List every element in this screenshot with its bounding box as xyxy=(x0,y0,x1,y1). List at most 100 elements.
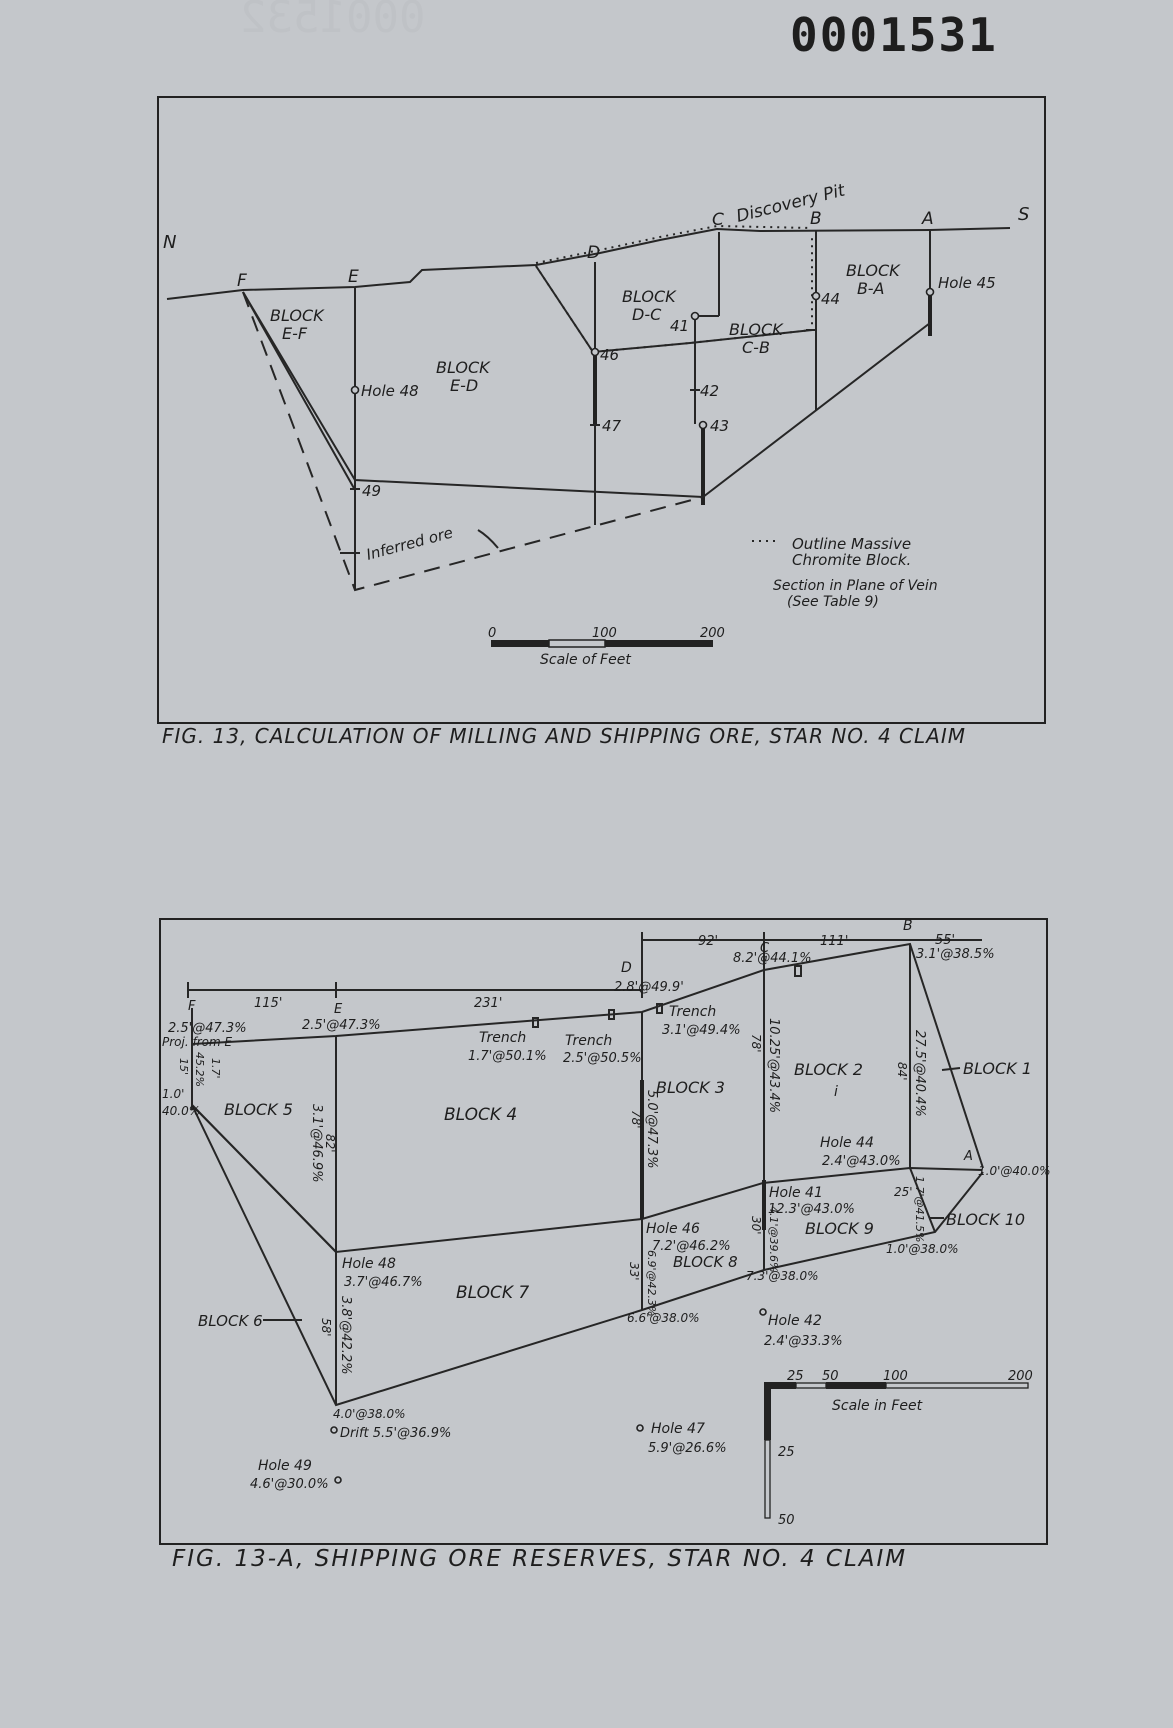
scale-tick-25: 25 xyxy=(787,1369,804,1384)
e-assay-vertical: 3.1'@46.9% xyxy=(309,1104,324,1183)
block-2-label: BLOCK 2 xyxy=(794,1060,863,1079)
dim-fe: 115' xyxy=(254,996,282,1011)
massive-chromite-top xyxy=(535,224,813,264)
figure-13-caption: FIG. 13, CALCULATION OF MILLING AND SHIP… xyxy=(162,724,966,748)
left-value-e: 40.0% xyxy=(162,1104,200,1118)
assay-a: 1.0'@40.0% xyxy=(978,1164,1051,1178)
figure-13a-frame xyxy=(159,918,1048,1545)
block-1-pointer xyxy=(941,1067,961,1071)
point-e-label: E xyxy=(334,1002,343,1017)
point-f-label: F xyxy=(237,271,247,291)
value-drift: Drift 5.5'@36.9% xyxy=(340,1426,451,1441)
hole-48-label: Hole 48 xyxy=(361,382,419,400)
south-label: S xyxy=(1018,204,1029,225)
scale-tick-100: 100 xyxy=(592,626,617,641)
scale-tick-0: 0 xyxy=(488,626,496,641)
scale-tick-200: 200 xyxy=(700,626,725,641)
dim-ed: 231' xyxy=(474,996,502,1011)
hole-41-label: 41 xyxy=(670,317,689,335)
hole-49-label: 49 xyxy=(362,482,381,500)
drift-marker xyxy=(330,1426,338,1434)
legend-line-1: Outline Massive xyxy=(792,535,911,553)
block-5-label: BLOCK 5 xyxy=(224,1100,293,1119)
trench-marker-4 xyxy=(794,965,802,977)
dim-ba: 55' xyxy=(935,933,955,948)
trench-marker-1 xyxy=(532,1017,539,1028)
hole-47-marker xyxy=(636,1424,644,1432)
ore-lower-boundary xyxy=(242,291,931,499)
block-2-marker: i xyxy=(834,1084,838,1100)
block-3-label: BLOCK 3 xyxy=(656,1078,725,1097)
point-e-label: E xyxy=(348,267,359,287)
page-number: 0001531 xyxy=(790,8,998,62)
scale-v-0-25 xyxy=(764,1382,771,1440)
block-6-label: BLOCK 6 xyxy=(198,1312,263,1330)
point-d-label: D xyxy=(587,243,600,263)
assay-d: 2.8'@49.9' xyxy=(614,980,684,995)
assay-f-2: Proj. from E xyxy=(162,1035,232,1049)
hole-41-marker xyxy=(690,311,700,321)
block-ef-label-1: BLOCK xyxy=(270,306,325,325)
left-value-b: 45.2% xyxy=(193,1052,206,1087)
value-e40: 4.0'@38.0% xyxy=(333,1407,406,1421)
d-low-assay: 6.9'@42.3% xyxy=(645,1250,658,1316)
top-outcrop-line xyxy=(191,942,984,1169)
scale-v-tick-25: 25 xyxy=(778,1445,795,1460)
legend-note-2: (See Table 9) xyxy=(787,594,879,610)
block-ba-label-1: BLOCK xyxy=(846,261,901,280)
e-low-length: 58' xyxy=(319,1318,333,1337)
dim-dc: 92' xyxy=(698,934,718,949)
figure-13-frame xyxy=(157,96,1046,724)
c-low-assay: 4.1'@39.6% xyxy=(767,1206,780,1272)
block-dc-outline xyxy=(535,265,813,354)
scale-tick-100: 100 xyxy=(883,1369,908,1384)
hole-44-label: Hole 44 xyxy=(820,1135,874,1151)
trench-1-value: 1.7'@50.1% xyxy=(468,1049,547,1064)
hole-47-label: Hole 47 xyxy=(651,1421,705,1437)
trench-marker-2 xyxy=(608,1009,615,1020)
hole-41-label: Hole 41 xyxy=(769,1185,823,1201)
point-a-label: A xyxy=(963,1149,973,1164)
ground-surface-line xyxy=(166,227,1011,300)
block-9-label: BLOCK 9 xyxy=(805,1219,874,1238)
inferred-ore-boundary xyxy=(242,291,704,592)
block-ef-label-2: E-F xyxy=(282,324,308,343)
left-value-d: 1.0' xyxy=(162,1087,184,1101)
hole-48-value: 3.7'@46.7% xyxy=(344,1275,423,1290)
block-10-label: BLOCK 10 xyxy=(946,1210,1025,1229)
b-assay-vertical: 27.5'@40.4% xyxy=(912,1030,927,1117)
trench-marker-3 xyxy=(656,1003,663,1014)
hole-44-label: 44 xyxy=(821,290,840,308)
trench-1-label: Trench xyxy=(479,1030,526,1046)
dim-cb: 111' xyxy=(820,934,848,949)
point-c-label: C xyxy=(760,941,770,956)
c-length: 78' xyxy=(749,1034,763,1053)
block-ed-label-1: BLOCK xyxy=(436,358,491,377)
scale-v-25-50 xyxy=(764,1439,771,1519)
block5-6-divider xyxy=(191,1104,337,1253)
c-low-length: 30' xyxy=(749,1216,763,1235)
scale-v-tick-50: 50 xyxy=(778,1513,795,1528)
hole-42-label: 42 xyxy=(700,382,719,400)
point-b-label: B xyxy=(903,918,913,934)
block-1-label: BLOCK 1 xyxy=(963,1059,1032,1078)
block-ed-label-2: E-D xyxy=(450,376,478,395)
hole-41-value: 12.3'@43.0% xyxy=(768,1202,855,1217)
point-f-label: F xyxy=(188,999,196,1014)
d-low-length: 33' xyxy=(627,1262,641,1281)
e-low-assay: 3.8'@42.2% xyxy=(338,1296,353,1375)
hole-47-value: 5.9'@26.6% xyxy=(648,1441,727,1456)
point-d-label: D xyxy=(621,960,632,976)
lower-boundary-line xyxy=(191,1104,984,1407)
block-dc-label-1: BLOCK xyxy=(622,287,677,306)
left-value-c: 15' xyxy=(177,1058,190,1075)
d-length: 78' xyxy=(629,1110,643,1129)
inferred-ore-arrow xyxy=(340,529,499,554)
hole-42-label: Hole 42 xyxy=(768,1313,822,1329)
hole-44-marker xyxy=(811,291,821,301)
value-c73: 7.3'@38.0% xyxy=(746,1269,819,1283)
block-cb-label-1: BLOCK xyxy=(729,320,784,339)
block-8-label: BLOCK 8 xyxy=(673,1253,738,1271)
scale-tick-200: 200 xyxy=(1008,1369,1033,1384)
